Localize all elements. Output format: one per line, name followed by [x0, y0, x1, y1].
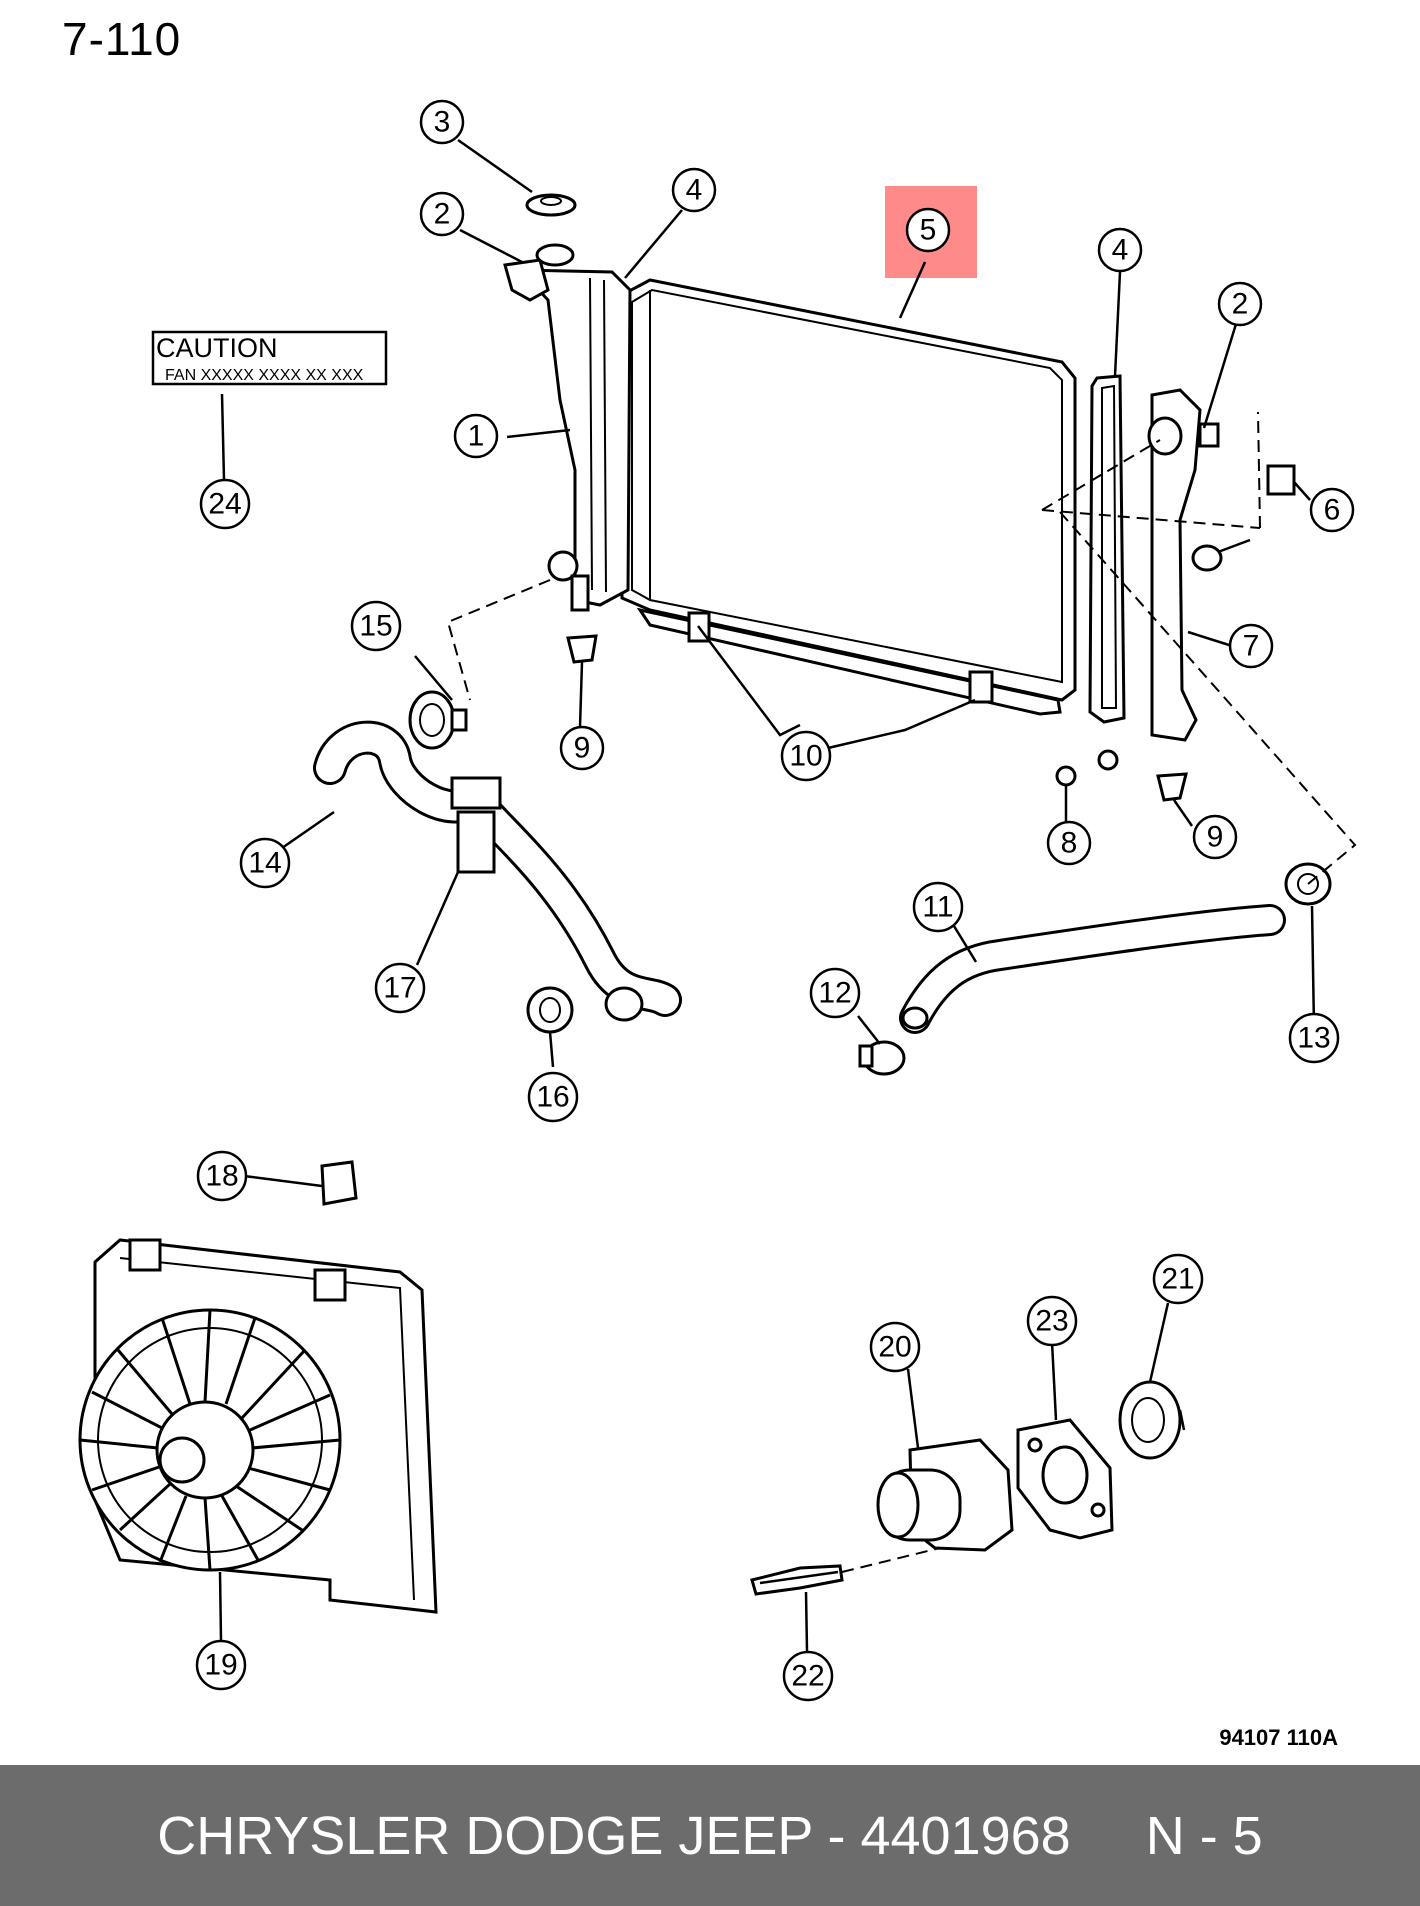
svg-text:7: 7 — [1243, 630, 1260, 663]
caution-label: CAUTION FAN XXXXX XXXX XX XXX — [151, 330, 388, 386]
callout-23: 23 — [1026, 1295, 1078, 1347]
callout-24: 24 — [199, 478, 251, 530]
grommet-right — [1156, 772, 1188, 802]
callout-4-right: 4 — [1097, 227, 1143, 273]
svg-text:23: 23 — [1035, 1305, 1068, 1338]
gasket-23 — [1016, 1418, 1114, 1540]
callout-21: 21 — [1152, 1253, 1204, 1305]
svg-text:19: 19 — [204, 1649, 237, 1682]
callout-9-left: 9 — [559, 725, 605, 771]
bolt-part — [1191, 538, 1251, 572]
callout-1: 1 — [453, 413, 499, 459]
callout-3: 3 — [419, 99, 465, 145]
callout-15: 15 — [350, 600, 402, 652]
bracket-17 — [450, 776, 502, 874]
callout-2-left: 2 — [419, 191, 465, 237]
thermostat-21 — [1118, 1380, 1186, 1460]
caution-label-line2: FAN XXXXX XXXX XX XXX — [165, 367, 364, 384]
svg-text:24: 24 — [208, 488, 241, 521]
svg-text:14: 14 — [248, 847, 281, 880]
fan-blade — [78, 1308, 342, 1572]
callout-9-right: 9 — [1192, 814, 1238, 860]
clip-part-18 — [320, 1160, 358, 1206]
svg-text:18: 18 — [205, 1160, 238, 1193]
callout-6: 6 — [1309, 487, 1355, 533]
callout-12: 12 — [809, 967, 861, 1019]
left-tank — [503, 243, 632, 612]
callout-5: 5 — [905, 207, 951, 253]
svg-text:21: 21 — [1161, 1263, 1194, 1296]
footer-bar: CHRYSLER DODGE JEEP - 4401968 N - 5 — [0, 1765, 1420, 1906]
callout-8: 8 — [1046, 820, 1092, 866]
svg-text:2: 2 — [434, 198, 451, 231]
svg-text:22: 22 — [791, 1660, 824, 1693]
svg-text:2: 2 — [1232, 288, 1249, 321]
svg-text:4: 4 — [1112, 234, 1129, 267]
callout-7: 7 — [1228, 623, 1274, 669]
svg-text:6: 6 — [1324, 494, 1341, 527]
svg-text:17: 17 — [383, 972, 416, 1005]
svg-text:10: 10 — [789, 740, 822, 773]
right-tank — [1147, 388, 1220, 742]
svg-text:9: 9 — [574, 732, 591, 765]
callout-19: 19 — [195, 1639, 247, 1691]
svg-text:9: 9 — [1207, 821, 1224, 854]
svg-text:13: 13 — [1297, 1022, 1330, 1055]
svg-text:3: 3 — [434, 106, 451, 139]
callout-20: 20 — [869, 1321, 921, 1373]
svg-text:12: 12 — [818, 977, 851, 1010]
seal-right — [1088, 374, 1126, 724]
radiator-exploded-diagram: CAUTION FAN XXXXX XXXX XX XXX — [78, 99, 1357, 1750]
callout-11: 11 — [912, 881, 964, 933]
svg-text:11: 11 — [922, 891, 953, 924]
thermostat-housing — [876, 1438, 1014, 1552]
svg-text:5: 5 — [920, 214, 937, 247]
callout-13: 13 — [1288, 1012, 1340, 1064]
clamp-12 — [858, 1040, 906, 1076]
svg-text:1: 1 — [468, 420, 485, 453]
callout-4-left: 4 — [671, 167, 717, 213]
bolt-22 — [750, 1564, 844, 1596]
caution-label-line1: CAUTION — [156, 333, 278, 363]
cap-part — [525, 193, 577, 217]
callout-2-right: 2 — [1217, 281, 1263, 327]
drain-cock — [1055, 749, 1119, 787]
page-title: 7-110 — [62, 13, 182, 65]
clamp-16 — [526, 986, 644, 1034]
svg-text:16: 16 — [536, 1081, 569, 1114]
svg-text:4: 4 — [686, 174, 703, 207]
grommet-left — [566, 634, 598, 664]
callout-10: 10 — [780, 730, 832, 782]
svg-text:20: 20 — [878, 1331, 911, 1364]
callout-16: 16 — [527, 1071, 579, 1123]
svg-text:15: 15 — [359, 610, 392, 643]
callout-17: 17 — [374, 962, 426, 1014]
clip-part-6 — [1266, 464, 1296, 496]
footer-text: CHRYSLER DODGE JEEP - 4401968 N - 5 — [157, 1805, 1263, 1866]
callout-18: 18 — [196, 1150, 248, 1202]
clamp-15 — [408, 690, 468, 750]
callout-14: 14 — [239, 837, 291, 889]
svg-text:8: 8 — [1061, 827, 1078, 860]
callout-22: 22 — [782, 1650, 834, 1702]
radiator-core — [618, 278, 1077, 716]
figure-code: 94107 110A — [1219, 1725, 1338, 1750]
